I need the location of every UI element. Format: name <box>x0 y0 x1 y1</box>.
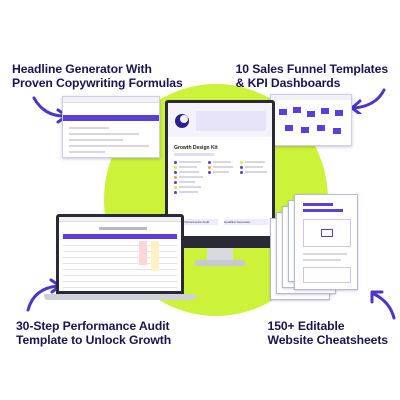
kit-tag-headline: Headline Generator <box>224 219 268 225</box>
callout-line: 30-Step Performance Audit <box>16 319 170 333</box>
headline-generator-document <box>62 96 160 158</box>
arrow-up-left-icon <box>370 290 396 320</box>
monitor-chin <box>168 236 275 248</box>
dashboard-toolbar <box>271 95 351 100</box>
doc-toolbar <box>63 97 159 103</box>
kit-logo-icon <box>175 114 189 128</box>
laptop-screen <box>56 214 184 294</box>
callout-line: Website Cheatsheets <box>267 333 389 347</box>
sheet-toolbar <box>59 217 181 222</box>
callout-line: & KPI Dashboards <box>235 76 341 90</box>
arrow-down-left-icon <box>350 88 386 114</box>
callout-line: Proven Copywriting Formulas <box>12 76 183 90</box>
cheatsheet-front-page <box>294 194 358 290</box>
monitor-foot <box>195 260 245 266</box>
kit-title: Growth Design Kit <box>174 145 218 151</box>
callout-line: 150+ Editable <box>267 319 345 333</box>
callout-performance-audit: 30-Step Performance Audit Template to Un… <box>16 319 171 347</box>
callout-website-cheatsheets: 150+ Editable Website Cheatsheets <box>267 319 389 347</box>
kit-tag-audit: Growth Performance Audit <box>174 219 218 225</box>
kit-cover <box>168 103 272 137</box>
sheet-header-row <box>63 234 177 239</box>
monitor-neck <box>207 248 233 262</box>
laptop-base <box>44 294 196 300</box>
callout-line: 10 Sales Funnel Templates <box>235 62 388 76</box>
callout-line: Template to Unlock Growth <box>16 333 172 347</box>
sales-funnel-dashboard <box>270 94 352 146</box>
callout-sales-funnel: 10 Sales Funnel Templates & KPI Dashboar… <box>236 62 388 90</box>
callout-headline-generator: Headline Generator With Proven Copywriti… <box>12 62 183 90</box>
doc-header-bar <box>63 115 159 121</box>
callout-line: Headline Generator With <box>12 62 152 76</box>
